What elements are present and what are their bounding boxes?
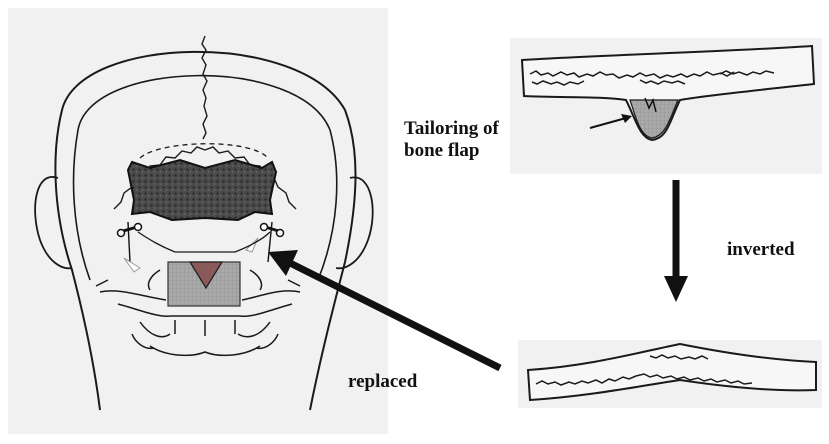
label-tailoring-line1: Tailoring of [404,117,499,141]
bone-flap-after-panel [518,340,822,408]
bone-flap [128,160,276,220]
bone-flap-before-panel [510,38,822,174]
skull-illustration [8,8,388,434]
label-tailoring-line2: bone flap [404,139,480,163]
label-replaced: replaced [348,370,417,394]
skull-panel-bg [8,8,388,434]
label-inverted: inverted [727,238,795,262]
inverted-arrow [664,180,688,302]
